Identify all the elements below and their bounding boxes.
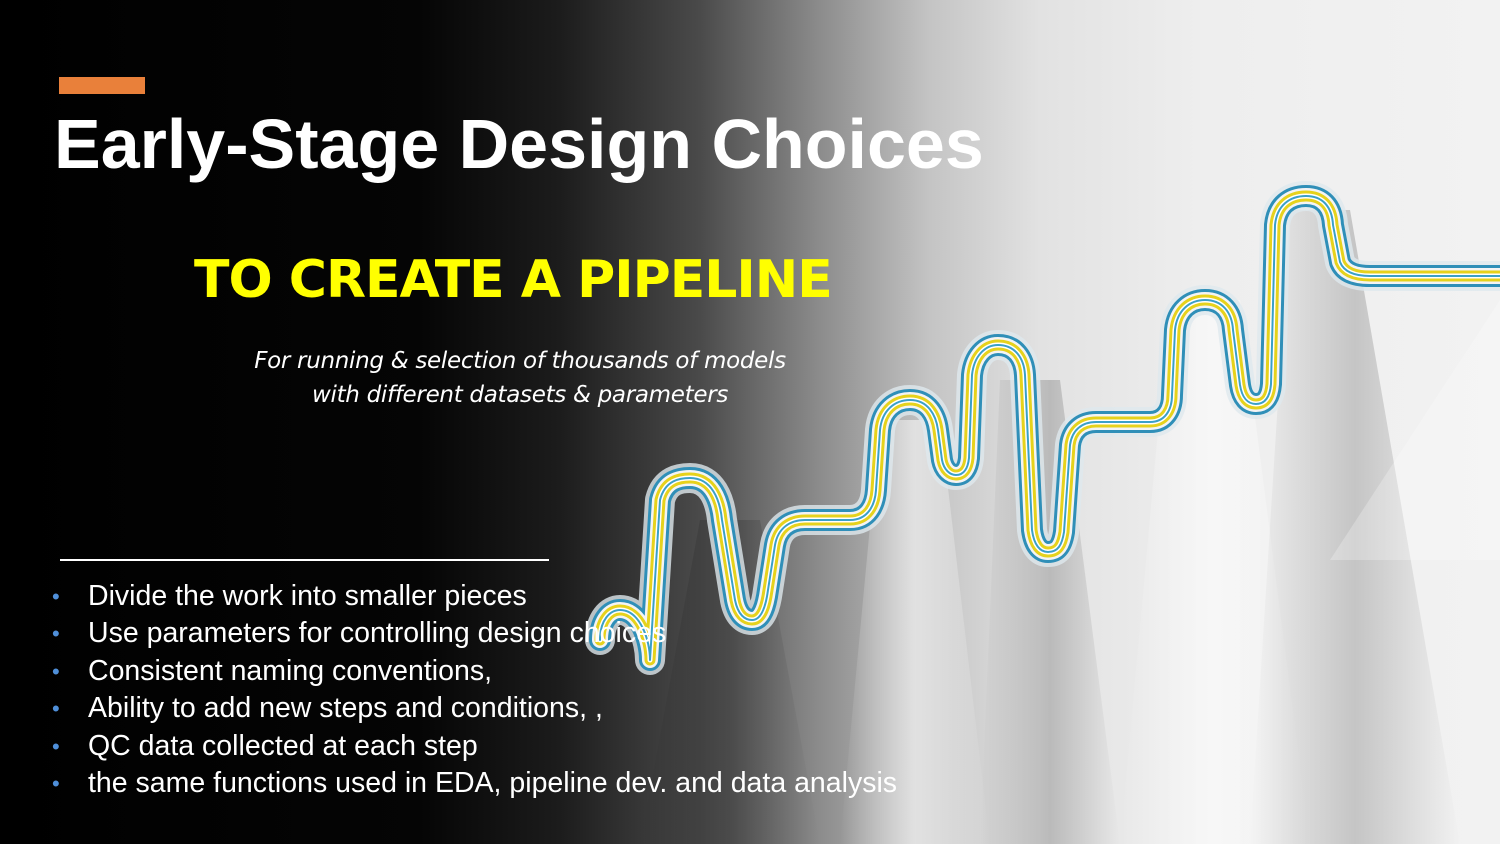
bullet-text: QC data collected at each step: [88, 729, 478, 762]
bullet-text: Consistent naming conventions,: [88, 654, 492, 687]
bullet-text: Divide the work into smaller pieces: [88, 580, 527, 612]
tagline-line-2: with different datasets & parameters: [311, 382, 729, 408]
slide-subtitle: TO CREATE A PIPELINE: [194, 250, 833, 310]
fabric-folds: [640, 210, 1500, 844]
bullet-icon: •: [52, 621, 60, 647]
bullet-icon: •: [52, 658, 60, 684]
slide-tagline: For running & selection of thousands of …: [205, 344, 835, 412]
bullet-icon: •: [52, 770, 60, 796]
accent-bar: [59, 77, 145, 94]
bullet-text: Use parameters for controlling design ch…: [88, 617, 667, 650]
bullet-icon: •: [52, 696, 60, 722]
divider-line: [60, 559, 549, 561]
bullet-icon: •: [52, 584, 60, 609]
bullet-icon: •: [52, 733, 60, 759]
bullet-text: Ability to add new steps and conditions,…: [88, 692, 603, 725]
bullet-text: the same functions used in EDA, pipeline…: [88, 766, 898, 799]
slide-title: Early-Stage Design Choices: [54, 105, 984, 183]
tagline-line-1: For running & selection of thousands of …: [254, 348, 786, 374]
